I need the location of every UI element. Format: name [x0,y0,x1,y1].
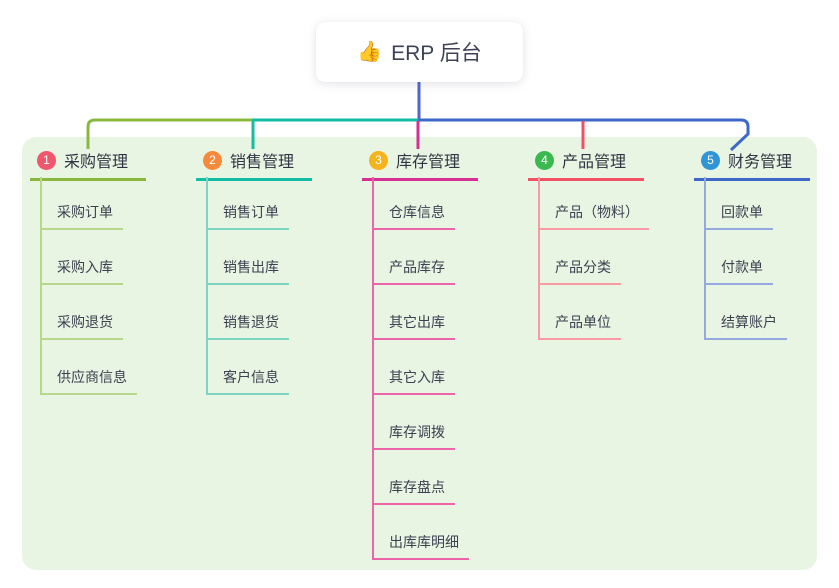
child-node[interactable]: 库存盘点 [372,478,455,505]
child-node[interactable]: 出库库明细 [372,533,469,560]
branch-number-badge: 2 [203,150,222,170]
thumbs-up-icon: 👍 [357,41,383,63]
branch-number-badge: 5 [701,150,720,170]
branch-number-badge: 1 [37,150,56,170]
child-node[interactable]: 付款单 [704,258,773,285]
branch-spine-line [40,177,42,395]
branch-node-purchase[interactable]: 1 采购管理 [30,148,146,181]
branch-node-product[interactable]: 4 产品管理 [528,148,644,181]
child-node[interactable]: 采购退货 [40,313,123,340]
branch-label: 库存管理 [396,154,461,171]
branch-number-badge: 4 [535,150,554,170]
child-node[interactable]: 销售退货 [206,313,289,340]
branch-number-badge: 3 [369,150,388,170]
child-node[interactable]: 其它出库 [372,313,455,340]
child-node[interactable]: 产品库存 [372,258,455,285]
child-node[interactable]: 仓库信息 [372,203,455,230]
branch-node-inventory[interactable]: 3 库存管理 [362,148,478,181]
root-node[interactable]: 👍 ERP 后台 [316,22,523,82]
branch-node-sales[interactable]: 2 销售管理 [196,148,312,181]
child-node[interactable]: 其它入库 [372,368,455,395]
root-title: ERP 后台 [391,42,482,65]
branch-spine-line [704,177,706,340]
branch-spine-line [372,177,374,560]
child-node[interactable]: 回款单 [704,203,773,230]
child-node[interactable]: 销售出库 [206,258,289,285]
child-node[interactable]: 客户信息 [206,368,289,395]
child-node[interactable]: 产品单位 [538,313,621,340]
child-node[interactable]: 库存调拨 [372,423,455,450]
branch-label: 销售管理 [230,154,295,171]
child-node[interactable]: 销售订单 [206,203,289,230]
branch-label: 财务管理 [728,154,793,171]
child-node[interactable]: 产品分类 [538,258,621,285]
branch-label: 采购管理 [64,154,129,171]
branch-spine-line [206,177,208,395]
branch-spine-line [538,177,540,340]
child-node[interactable]: 采购订单 [40,203,123,230]
child-node[interactable]: 采购入库 [40,258,123,285]
child-node[interactable]: 产品（物料） [538,203,649,230]
branch-label: 产品管理 [562,154,627,171]
branches-background-panel [22,137,817,570]
child-node[interactable]: 结算账户 [704,313,787,340]
child-node[interactable]: 供应商信息 [40,368,137,395]
branch-node-finance[interactable]: 5 财务管理 [694,148,810,181]
